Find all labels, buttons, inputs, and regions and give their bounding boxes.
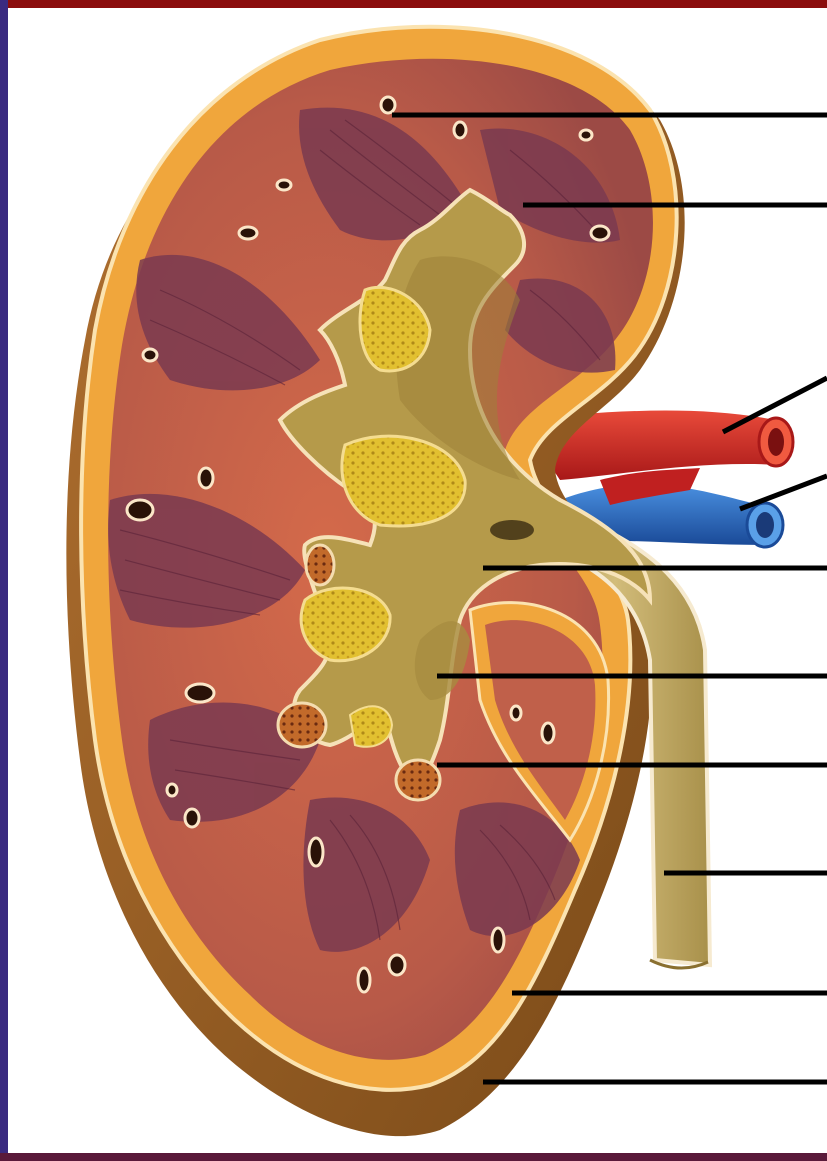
frame-border-bottom	[0, 1153, 827, 1161]
frame-border-top	[0, 0, 827, 8]
minor-calyx	[396, 760, 440, 800]
pelvis-opening	[490, 520, 534, 540]
frame-border-left	[0, 0, 8, 1161]
cortex-vessel	[381, 97, 395, 113]
